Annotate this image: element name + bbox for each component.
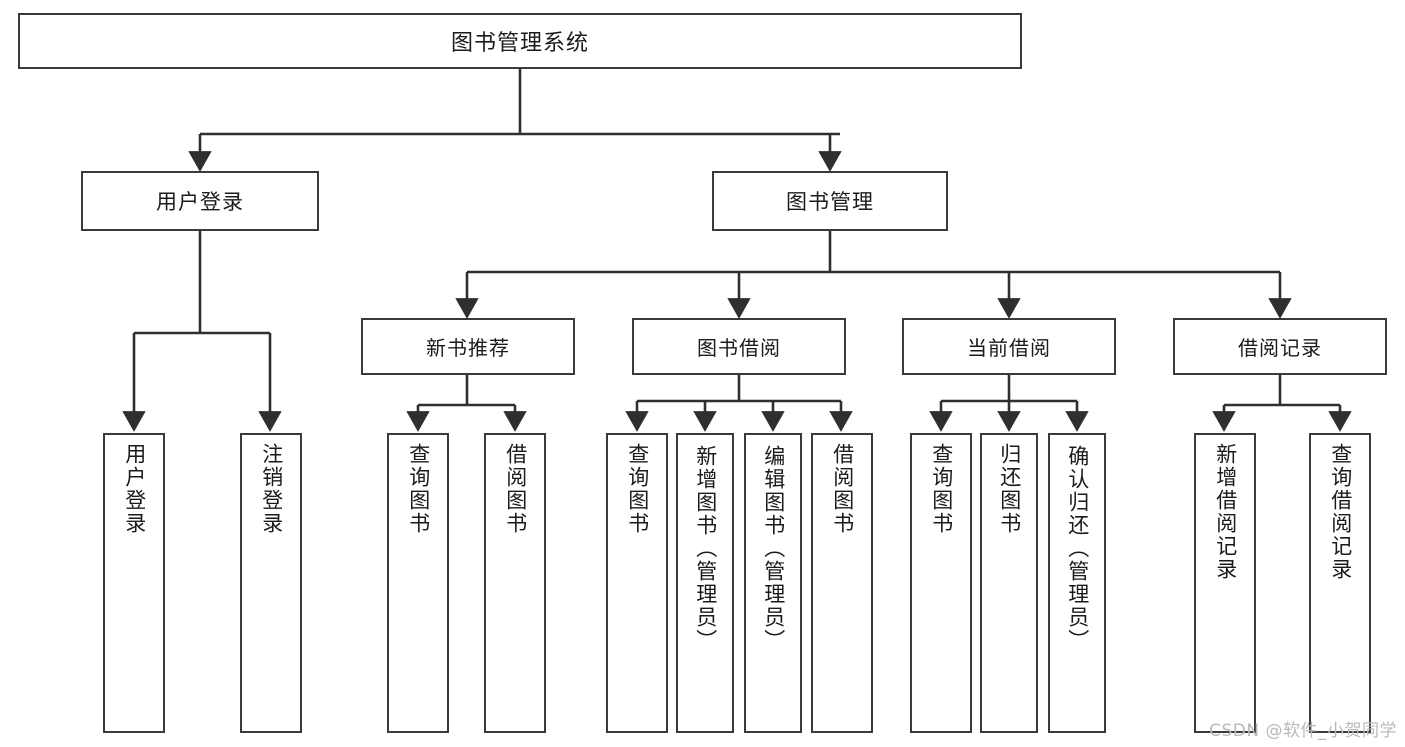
- leaf-borrow-book[interactable]: 借阅图书: [811, 433, 873, 733]
- leaf-confirm-return-admin[interactable]: 确认归还（管理员）: [1048, 433, 1106, 733]
- leaf-return-book[interactable]: 归还图书: [980, 433, 1038, 733]
- leaf-logout[interactable]: 注销登录: [240, 433, 302, 733]
- leaf-edit-book-admin[interactable]: 编辑图书（管理员）: [744, 433, 802, 733]
- node-label: 查询图书: [625, 443, 650, 535]
- node-label: 用户登录: [122, 443, 147, 535]
- node-label: 用户登录: [156, 190, 244, 214]
- leaf-borrow-book-newbooks[interactable]: 借阅图书: [484, 433, 546, 733]
- node-label: 查询图书: [929, 443, 954, 535]
- leaf-query-book-borrow[interactable]: 查询图书: [606, 433, 668, 733]
- leaf-add-book-admin[interactable]: 新增图书（管理员）: [676, 433, 734, 733]
- node-label: 借阅图书: [503, 443, 528, 535]
- node-borrow-records[interactable]: 借阅记录: [1173, 318, 1387, 375]
- node-label: 新书推荐: [426, 336, 510, 360]
- node-label: 查询借阅记录: [1328, 443, 1353, 581]
- node-new-book-recommend[interactable]: 新书推荐: [361, 318, 575, 375]
- node-label: 新增借阅记录: [1213, 443, 1238, 581]
- leaf-query-book-newbooks[interactable]: 查询图书: [387, 433, 449, 733]
- node-label: 查询图书: [406, 443, 431, 535]
- node-user-login[interactable]: 用户登录: [81, 171, 319, 231]
- node-label: 借阅记录: [1238, 336, 1322, 360]
- node-book-management[interactable]: 图书管理: [712, 171, 948, 231]
- node-current-borrow[interactable]: 当前借阅: [902, 318, 1116, 375]
- node-root-book-management-system[interactable]: 图书管理系统: [18, 13, 1022, 69]
- node-label: 注销登录: [259, 443, 284, 535]
- leaf-user-login[interactable]: 用户登录: [103, 433, 165, 733]
- node-label: 编辑图书（管理员）: [761, 445, 786, 652]
- node-label: 归还图书: [997, 443, 1022, 535]
- node-label: 图书管理系统: [450, 31, 589, 56]
- node-label: 当前借阅: [967, 336, 1051, 360]
- node-label: 新增图书（管理员）: [693, 445, 718, 652]
- node-label: 借阅图书: [830, 443, 855, 535]
- node-label: 图书管理: [786, 190, 874, 214]
- leaf-add-borrow-record[interactable]: 新增借阅记录: [1194, 433, 1256, 733]
- leaf-query-borrow-record[interactable]: 查询借阅记录: [1309, 433, 1371, 733]
- node-label: 确认归还（管理员）: [1065, 445, 1090, 652]
- watermark-text: CSDN @软件_小贺同学: [1209, 721, 1397, 741]
- node-label: 图书借阅: [697, 336, 781, 360]
- leaf-query-book-current[interactable]: 查询图书: [910, 433, 972, 733]
- node-book-borrow[interactable]: 图书借阅: [632, 318, 846, 375]
